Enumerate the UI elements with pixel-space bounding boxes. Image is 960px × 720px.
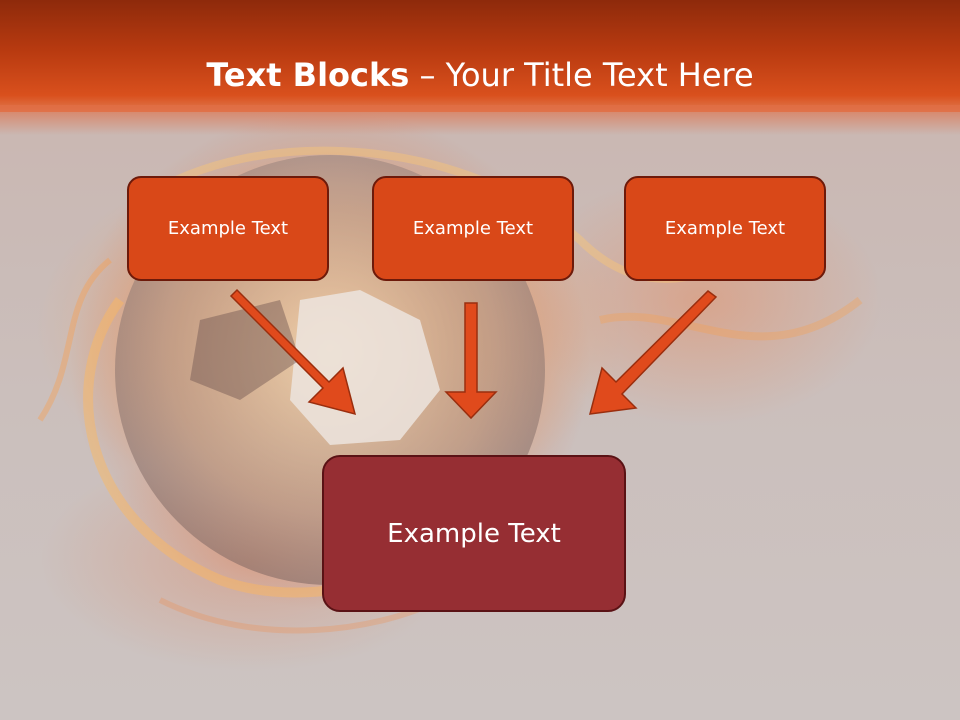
slide-title-bold: Text Blocks <box>206 56 410 94</box>
text-block-2[interactable]: Example Text <box>372 176 574 281</box>
result-block-label: Example Text <box>387 518 561 549</box>
slide-title-rest: – Your Title Text Here <box>409 56 754 94</box>
title-bar-fade <box>0 105 960 135</box>
arrow-middle <box>444 302 498 420</box>
text-block-3-label: Example Text <box>664 218 786 239</box>
text-block-2-label: Example Text <box>412 218 534 239</box>
result-block[interactable]: Example Text <box>322 455 626 612</box>
text-block-1[interactable]: Example Text <box>127 176 329 281</box>
arrow-left <box>229 288 357 416</box>
title-bar <box>0 0 960 112</box>
text-block-1-label: Example Text <box>167 218 289 239</box>
text-block-3[interactable]: Example Text <box>624 176 826 281</box>
slide-title: Text Blocks – Your Title Text Here <box>0 52 960 98</box>
arrow-right <box>588 290 718 415</box>
